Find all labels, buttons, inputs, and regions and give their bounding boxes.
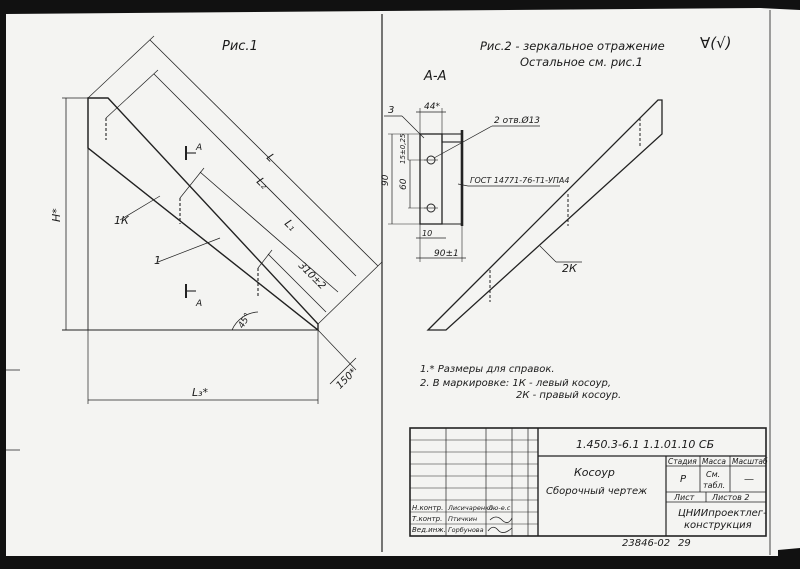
note-2: 2. В маркировке: 1К - левый косоур, <box>420 378 611 389</box>
org-line2: конструкция <box>684 520 752 531</box>
title-block <box>409 427 767 537</box>
doc-type: Сборочный чертеж <box>546 485 647 497</box>
mass-header: Масса <box>702 457 726 466</box>
stage-value: Р <box>680 474 687 485</box>
note-1: 1.* Размеры для справок. <box>420 364 555 375</box>
section-mark-bottom: А <box>195 299 202 309</box>
section-mark-top: А <box>195 143 202 153</box>
scale-header: Масштаб <box>732 457 768 466</box>
part-1-label: 1 <box>154 254 161 267</box>
name-1: Лисичаренко <box>447 504 493 512</box>
page-number: 29 <box>678 538 691 549</box>
part-name: Косоур <box>574 466 615 479</box>
part-1k-label: 1К <box>114 214 130 227</box>
holes-label: 2 отв.Ø13 <box>494 115 540 126</box>
dim-90-horizontal: 90±1 <box>434 249 459 259</box>
mass-value-line2: табл. <box>703 481 725 490</box>
scale-value: — <box>744 474 754 485</box>
weld-gost-label: ГОСТ 14771-76-Т1-УПА4 <box>470 176 570 185</box>
fig2-title: Рис.2 - зеркальное отражение <box>480 39 665 53</box>
signature-2 <box>489 516 513 523</box>
org-line1: ЦНИИпроектлег- <box>678 508 767 519</box>
dim-L3: L₃* <box>192 386 209 399</box>
name-3: Горбунова <box>448 526 484 534</box>
roughness-symbol: ∀(√) <box>700 34 732 52</box>
mass-value-line1: См. <box>706 470 720 479</box>
item-3-label: 3 <box>388 105 394 116</box>
stringer-2k <box>426 99 663 331</box>
figure-1 <box>62 35 383 404</box>
dim-60: 60 <box>399 178 409 190</box>
dim-H: H* <box>50 208 63 222</box>
dim-10: 10 <box>422 229 432 238</box>
signature-3 <box>487 526 513 533</box>
role-3: Вед.инж. <box>412 526 446 534</box>
dim-44: 44* <box>424 102 440 112</box>
archive-number: 23846-02 <box>622 538 670 549</box>
section-aa <box>384 108 560 262</box>
sheet-label: Лист <box>673 493 695 502</box>
sign-header: Лю-е.с <box>487 504 511 512</box>
section-title: А-А <box>423 69 446 84</box>
sheets-count: Листов 2 <box>711 493 750 502</box>
name-2: Птичкин <box>448 515 477 523</box>
paper <box>6 8 800 556</box>
fig2-subtitle: Остальное см. рис.1 <box>520 55 643 69</box>
note-3: 2К - правый косоур. <box>516 390 621 401</box>
role-1: Н.контр. <box>412 504 443 512</box>
stage-header: Стадия <box>668 457 697 466</box>
fig1-title: Рис.1 <box>222 39 258 54</box>
part-2k-label: 2К <box>562 262 578 275</box>
designation: 1.450.3-6.1 1.1.01.10 СБ <box>576 438 714 451</box>
dim-15: 15±0,25 <box>399 133 407 164</box>
role-2: Т.контр. <box>412 515 442 523</box>
dim-90-vertical: 90 <box>381 174 391 186</box>
